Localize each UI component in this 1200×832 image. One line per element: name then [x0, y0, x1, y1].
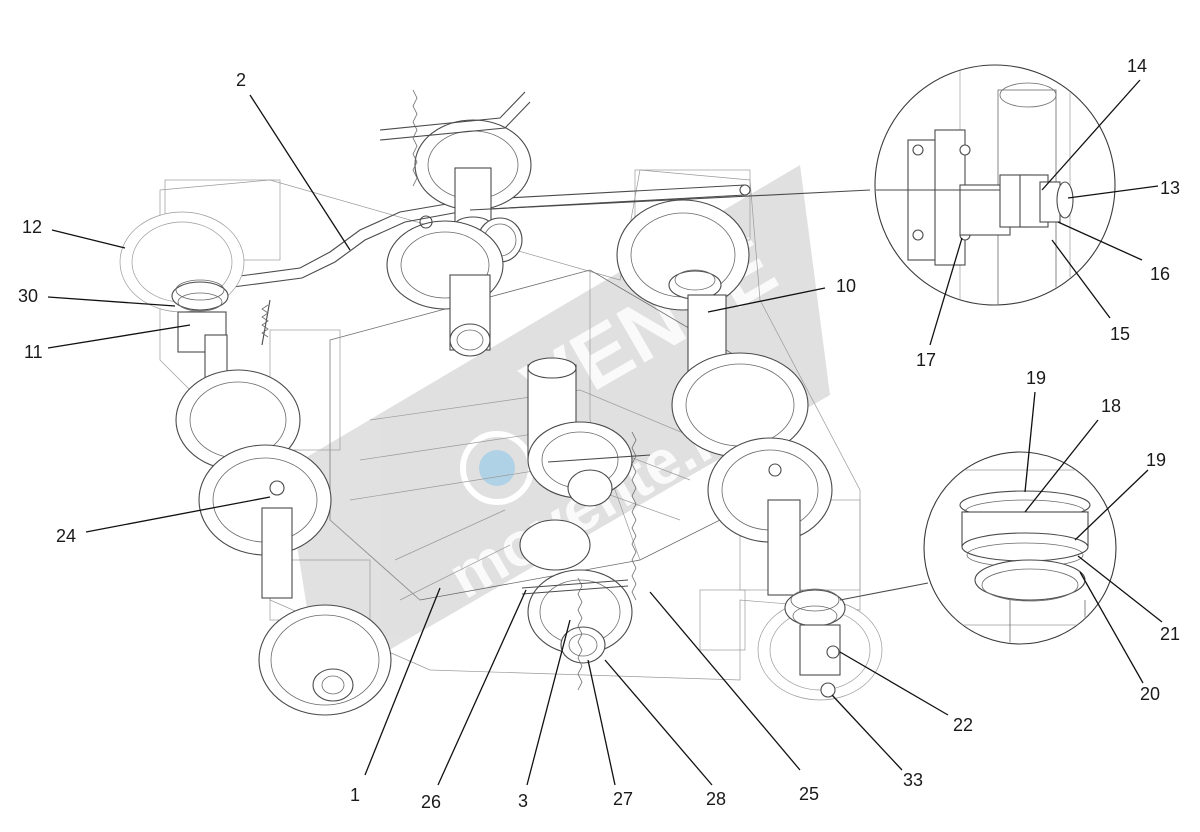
leader-15 — [1051, 239, 1111, 319]
callout-26: 26 — [421, 792, 441, 812]
callout-22: 22 — [953, 715, 973, 735]
wheel-left-middle — [175, 369, 332, 599]
leader-22 — [839, 651, 949, 716]
wheel-right-rear — [616, 199, 833, 596]
leader-28 — [604, 659, 713, 786]
callout-28: 28 — [706, 789, 726, 809]
callout-21: 21 — [1160, 624, 1180, 644]
callout-19-top: 19 — [1026, 368, 1046, 388]
detail-view-bearing — [839, 451, 1117, 645]
callout-14: 14 — [1127, 56, 1147, 76]
callout-2: 2 — [236, 70, 246, 90]
callout-12: 12 — [22, 217, 42, 237]
callout-25: 25 — [799, 784, 819, 804]
callout-17: 17 — [916, 350, 936, 370]
leader-12 — [51, 229, 126, 249]
wheel-left-front — [258, 604, 392, 716]
callout-24: 24 — [56, 526, 76, 546]
leader-27 — [587, 659, 616, 786]
callout-33: 33 — [903, 770, 923, 790]
callout-16: 16 — [1150, 264, 1170, 284]
callout-30: 30 — [18, 286, 38, 306]
caster-left-rear — [119, 211, 245, 386]
top-caster — [379, 89, 532, 357]
leader-lines — [47, 79, 1163, 786]
leader-3 — [526, 619, 571, 786]
callout-19-right: 19 — [1146, 450, 1166, 470]
leader-18 — [1024, 419, 1099, 513]
callout-13: 13 — [1160, 178, 1180, 198]
leader-21 — [1077, 555, 1163, 623]
callout-20: 20 — [1140, 684, 1160, 704]
callout-labels: 2 12 30 11 10 24 1 26 3 27 28 25 22 33 1… — [18, 56, 1180, 812]
leader-14 — [1041, 79, 1141, 191]
leader-19a — [1024, 391, 1036, 493]
callout-11: 11 — [24, 342, 43, 362]
caster-front-center — [519, 519, 633, 691]
caster-right-front — [757, 588, 883, 701]
leader-11 — [47, 324, 191, 349]
callout-10: 10 — [836, 276, 856, 296]
leader-17 — [929, 237, 963, 346]
leader-16 — [1057, 221, 1143, 261]
leader-25 — [649, 591, 801, 771]
leader-26 — [437, 589, 527, 786]
leader-33 — [831, 694, 903, 771]
leader-24 — [85, 496, 271, 533]
callout-3: 3 — [518, 791, 528, 811]
callout-15: 15 — [1110, 324, 1130, 344]
leader-19b — [1074, 469, 1149, 541]
leader-20 — [1079, 571, 1144, 684]
watermark-logo-dot — [479, 450, 515, 486]
callout-1: 1 — [350, 785, 360, 805]
callout-27: 27 — [613, 789, 633, 809]
leader-13 — [1067, 185, 1159, 199]
leader-30 — [47, 296, 176, 307]
callout-18: 18 — [1101, 396, 1121, 416]
leader-2 — [249, 94, 351, 251]
leader-1 — [364, 587, 441, 776]
leader-10 — [707, 287, 826, 313]
caster-center — [527, 357, 651, 601]
